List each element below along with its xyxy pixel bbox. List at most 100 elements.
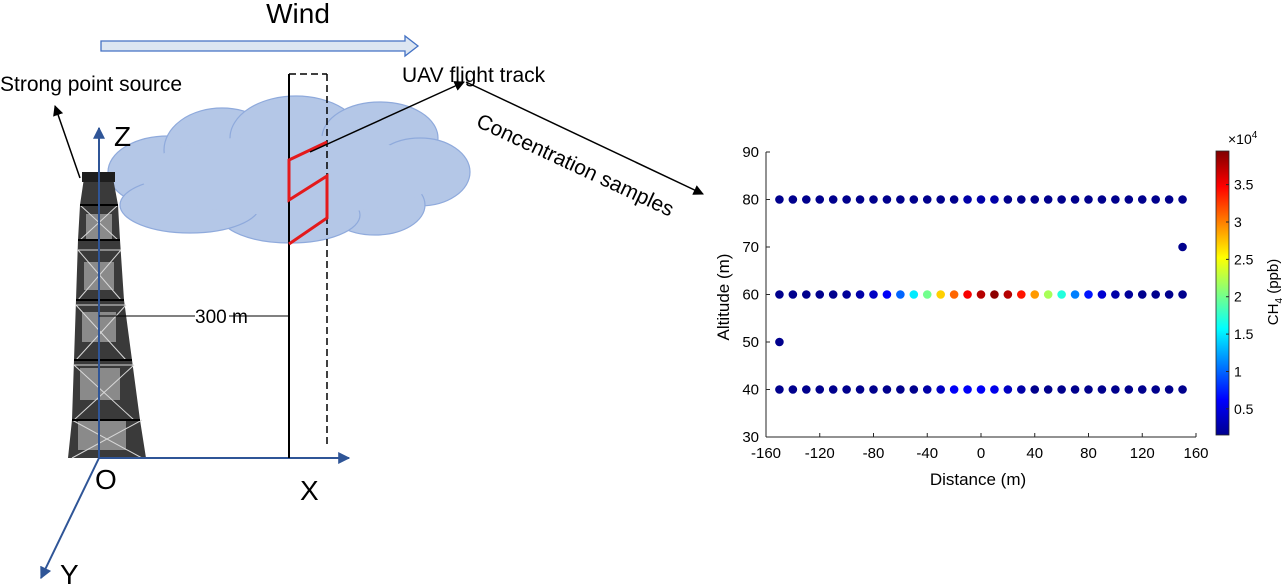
- data-point: [815, 195, 825, 204]
- track-label: UAV flight track: [402, 64, 546, 87]
- data-point: [1151, 385, 1160, 394]
- data-point: [882, 290, 892, 299]
- source-label: Strong point source: [0, 73, 182, 96]
- x-tick-label: 40: [1026, 445, 1043, 462]
- colorbar-tick-label: 3.5: [1234, 177, 1254, 193]
- x-tick-label: 80: [1080, 445, 1097, 462]
- data-point: [788, 195, 798, 204]
- data-point: [1084, 290, 1093, 299]
- data-point: [936, 195, 945, 204]
- x-tick-label: 0: [977, 445, 985, 462]
- data-point: [990, 195, 999, 204]
- x-tick-label: -120: [805, 445, 835, 462]
- data-point: [815, 385, 825, 394]
- y-tick-label: 30: [742, 429, 759, 446]
- x-tick-label: -160: [751, 445, 781, 462]
- data-point: [775, 385, 784, 394]
- wind-arrow: [100, 34, 420, 58]
- data-point: [896, 290, 905, 299]
- data-point: [828, 195, 838, 204]
- data-point: [1178, 290, 1187, 299]
- data-point: [1097, 385, 1107, 394]
- data-point: [855, 195, 865, 204]
- data-point: [922, 290, 932, 299]
- data-point: [882, 385, 892, 394]
- data-point: [1164, 290, 1174, 299]
- data-point: [775, 337, 784, 347]
- data-point: [909, 290, 919, 299]
- data-point: [922, 195, 932, 204]
- distance-label: 300 m: [195, 307, 248, 328]
- data-point: [1097, 195, 1107, 204]
- data-point: [1030, 385, 1040, 394]
- data-point: [1151, 195, 1160, 204]
- data-point: [896, 195, 905, 204]
- data-point: [1043, 385, 1053, 394]
- colorbar-label-tail: (ppb): [1265, 259, 1282, 298]
- data-point: [855, 290, 865, 299]
- y-tick-label: 40: [742, 382, 759, 399]
- data-point: [1043, 195, 1053, 204]
- x-tick-label: -40: [916, 445, 938, 462]
- y-tick-label: 80: [742, 192, 759, 209]
- track-pointer-arrow: [309, 81, 465, 153]
- data-point: [775, 195, 784, 204]
- data-point: [828, 385, 838, 394]
- data-point: [1137, 290, 1147, 299]
- samples-pointer-arrow: [465, 81, 704, 195]
- data-point: [842, 385, 851, 394]
- data-point: [1017, 195, 1026, 204]
- data-point: [963, 195, 972, 204]
- colorbar-exponent: ×104: [1228, 130, 1258, 147]
- data-point: [1164, 385, 1174, 394]
- source-pointer-arrow: [53, 105, 81, 179]
- y-tick-label: 60: [742, 287, 759, 304]
- data-point: [1124, 290, 1134, 299]
- data-point: [963, 385, 972, 394]
- data-point: [1097, 290, 1107, 299]
- data-point: [1057, 290, 1066, 299]
- data-points: [775, 195, 1187, 394]
- axis-z-label: Z: [114, 121, 131, 152]
- data-point: [976, 385, 986, 394]
- data-point: [842, 290, 851, 299]
- data-point: [1070, 385, 1080, 394]
- data-point: [1137, 385, 1147, 394]
- data-point: [990, 290, 999, 299]
- colorbar-tick-label: 1.5: [1234, 326, 1254, 342]
- data-point: [775, 290, 784, 299]
- y-tick-label: 50: [742, 334, 759, 351]
- data-point: [1164, 195, 1174, 204]
- y-tick-label: 90: [742, 144, 759, 161]
- data-point: [1137, 195, 1147, 204]
- data-point: [842, 195, 851, 204]
- data-point: [976, 290, 986, 299]
- data-point: [1070, 290, 1080, 299]
- data-point: [1003, 195, 1013, 204]
- data-point: [1111, 385, 1120, 394]
- data-point: [909, 195, 919, 204]
- colorbar-tick-label: 0.5: [1234, 401, 1254, 417]
- data-point: [788, 385, 798, 394]
- data-point: [1017, 290, 1026, 299]
- data-point: [855, 385, 865, 394]
- data-point: [802, 385, 811, 394]
- colorbar-label-main: CH: [1265, 304, 1282, 326]
- data-point: [936, 385, 945, 394]
- data-point: [1124, 195, 1134, 204]
- colorbar-tick-label: 2: [1234, 289, 1242, 305]
- data-point: [869, 290, 878, 299]
- data-point: [1178, 195, 1187, 204]
- data-point: [1043, 290, 1053, 299]
- data-point: [815, 290, 825, 299]
- colorbar-label-sub: 4: [1274, 298, 1285, 304]
- data-point: [1111, 290, 1120, 299]
- data-point: [909, 385, 919, 394]
- colorbar-exponent-power: 4: [1252, 130, 1258, 141]
- data-point: [949, 385, 959, 394]
- colorbar: [1215, 150, 1230, 436]
- data-point: [869, 195, 878, 204]
- data-point: [963, 290, 972, 299]
